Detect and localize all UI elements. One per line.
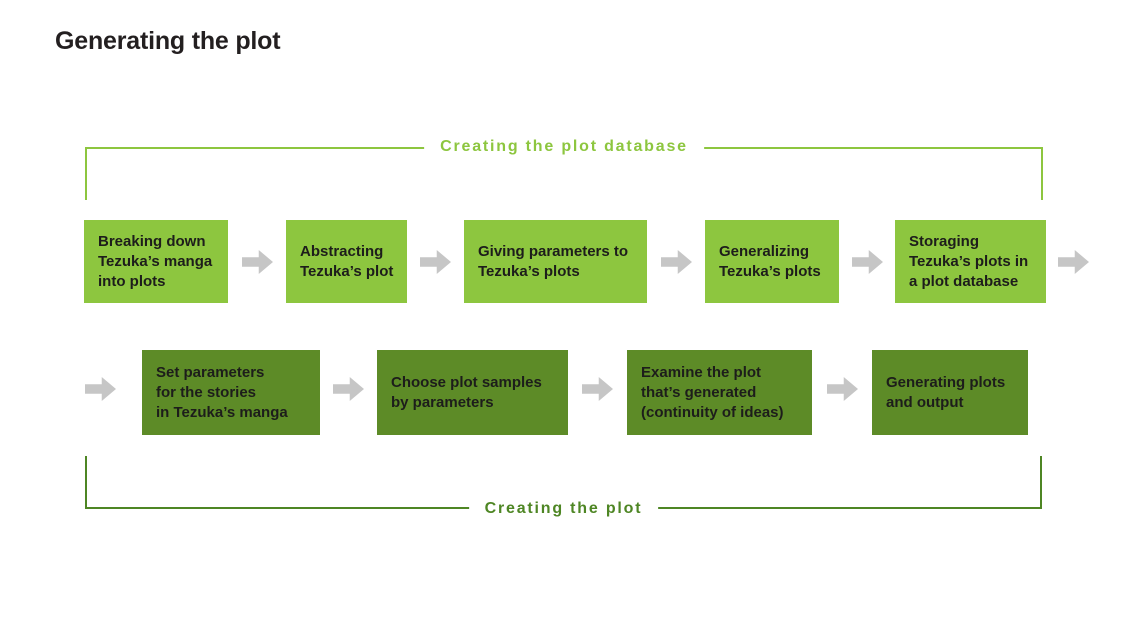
arrow-right-icon <box>852 250 883 274</box>
step-giving-parameters: Giving parameters to Tezuka’s plots <box>464 220 647 303</box>
arrow-right-icon <box>242 250 273 274</box>
step-choose-samples: Choose plot samples by parameters <box>377 350 568 435</box>
step-examine-plot: Examine the plot that’s generated (conti… <box>627 350 812 435</box>
step-generalizing: Generalizing Tezuka’s plots <box>705 220 839 303</box>
top-bracket-label: Creating the plot database <box>424 138 704 156</box>
step-breaking-down: Breaking down Tezuka’s manga into plots <box>84 220 228 303</box>
page-title: Generating the plot <box>55 27 281 55</box>
arrow-right-icon <box>85 377 116 401</box>
arrow-right-icon <box>582 377 613 401</box>
step-generating-output: Generating plots and output <box>872 350 1028 435</box>
bottom-bracket-label: Creating the plot <box>468 500 659 518</box>
step-set-parameters: Set parameters for the stories in Tezuka… <box>142 350 320 435</box>
arrow-right-icon <box>827 377 858 401</box>
step-abstracting: Abstracting Tezuka’s plot <box>286 220 407 303</box>
arrow-right-icon <box>333 377 364 401</box>
bottom-bracket: Creating the plot <box>85 456 1042 518</box>
arrow-right-icon <box>420 250 451 274</box>
top-bracket: Creating the plot database <box>85 138 1043 200</box>
arrow-right-icon <box>661 250 692 274</box>
arrow-right-icon <box>1058 250 1089 274</box>
step-storaging: Storaging Tezuka’s plots in a plot datab… <box>895 220 1046 303</box>
